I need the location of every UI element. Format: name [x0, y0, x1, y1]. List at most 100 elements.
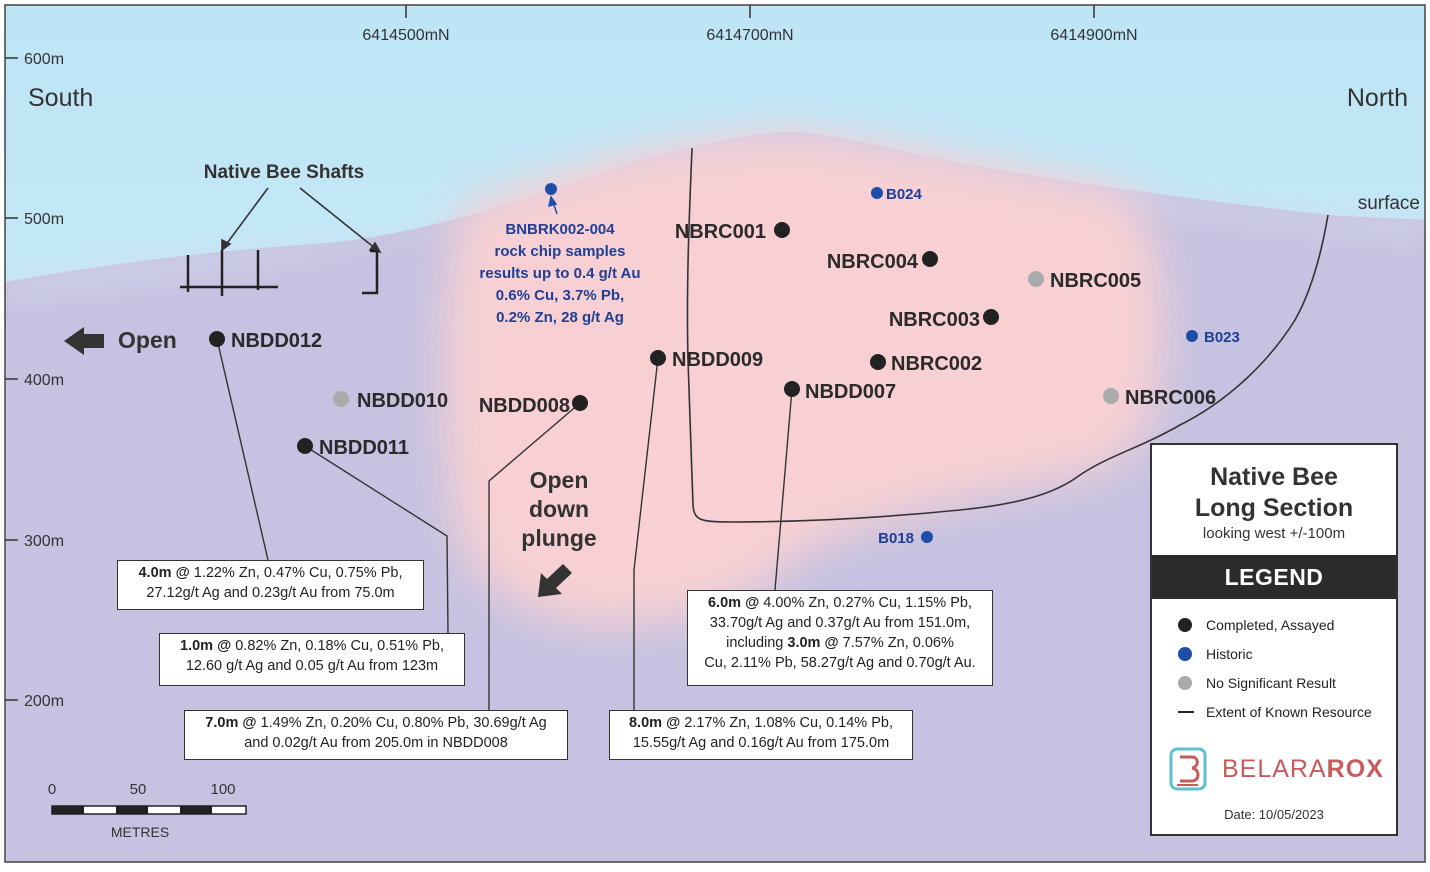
- callout-text: 0.82% Zn, 0.18% Cu, 0.51% Pb,: [231, 638, 444, 654]
- elevation-label: 500m: [24, 211, 64, 228]
- callout-head: 8.0m @: [628, 715, 681, 731]
- direction-north: North: [1347, 84, 1408, 112]
- intercept-callout: 8.0m @ 2.17% Zn, 1.08% Cu, 0.14% Pb, 15.…: [609, 710, 913, 760]
- historic-dot-icon: [1178, 647, 1192, 661]
- rock-chip-pointer: [547, 195, 558, 215]
- historic-hole-label: B024: [886, 186, 923, 203]
- callout-text: 1.49% Zn, 0.20% Cu, 0.80% Pb, 30.69g/t A…: [256, 715, 547, 731]
- completed-dot-icon: [1178, 618, 1192, 632]
- rock-chip-text: 0.6% Cu, 3.7% Pb,: [496, 287, 624, 304]
- legend-panel: Native Bee Long Section looking west +/-…: [1150, 443, 1398, 836]
- northing-label: 6414500mN: [362, 27, 449, 44]
- drill-hole-label: NBRC005: [1050, 270, 1141, 292]
- plunge-label-line: down: [529, 496, 589, 522]
- callout-head: 6.0m @: [707, 595, 760, 611]
- surface-label: surface: [1358, 193, 1420, 214]
- legend-item-label: Historic: [1206, 646, 1253, 662]
- drill-hole-label: NBDD009: [672, 349, 763, 371]
- historic-hole-label: B018: [878, 530, 914, 547]
- callout-head: 4.0m @: [138, 565, 190, 581]
- logo-icon: [1169, 747, 1207, 791]
- callout-text: Cu, 2.11% Pb, 58.27g/t Ag and 0.70g/t Au…: [704, 655, 976, 671]
- drill-hole-label: NBDD008: [479, 395, 570, 417]
- shaft-symbols: [180, 249, 379, 296]
- rock-chip-text: rock chip samples: [495, 243, 626, 260]
- company-logo: BELARAROX: [1168, 745, 1388, 795]
- elevation-label: 400m: [24, 372, 64, 389]
- legend-header: LEGEND: [1152, 555, 1396, 599]
- callout-leader-lines: [216, 338, 793, 710]
- plunge-arrow-icon: [538, 564, 572, 597]
- legend-item-label: No Significant Result: [1206, 675, 1336, 691]
- drill-hole-label: NBRC006: [1125, 387, 1216, 409]
- drill-hole-label: NBDD010: [357, 390, 448, 412]
- drill-hole-label: NBDD007: [805, 381, 896, 403]
- drill-hole-marker: [774, 222, 790, 238]
- shafts-label: Native Bee Shafts: [204, 162, 365, 183]
- scale-tick-label: 0: [48, 781, 56, 798]
- resource-shading: [444, 135, 1164, 625]
- callout-text: including: [726, 635, 788, 651]
- callout-head: 7.0m @: [205, 715, 257, 731]
- historic-hole-marker: [1186, 330, 1198, 342]
- plunge-label-line: plunge: [521, 525, 596, 551]
- intercept-callout: 1.0m @ 0.82% Zn, 0.18% Cu, 0.51% Pb, 12.…: [159, 633, 465, 686]
- callout-text: 7.57% Zn, 0.06%: [838, 635, 954, 651]
- rock-chip-text: 0.2% Zn, 28 g/t Ag: [496, 309, 624, 326]
- historic-hole-marker: [871, 187, 883, 199]
- shafts-pointer-lines: [221, 187, 382, 254]
- drill-hole-label: NBRC001: [675, 221, 766, 243]
- drill-hole-label: NBDD011: [319, 437, 409, 459]
- callout-text: and 0.02g/t Au from 205.0m in NBDD008: [244, 735, 508, 751]
- nsr-dot-icon: [1178, 676, 1192, 690]
- scale-tick-label: 50: [130, 781, 147, 798]
- drill-hole-label: NBRC003: [889, 309, 980, 331]
- callout-text: 12.60 g/t Ag and 0.05 g/t Au from 123m: [185, 658, 439, 674]
- drill-hole-marker: [784, 381, 800, 397]
- drill-hole-marker: [572, 395, 588, 411]
- drill-hole-marker: [333, 391, 349, 407]
- legend-date: Date: 10/05/2023: [1224, 807, 1324, 822]
- drill-hole-marker: [1103, 388, 1119, 404]
- legend-item-label: Extent of Known Resource: [1206, 704, 1372, 720]
- direction-south: South: [28, 84, 93, 112]
- drill-hole-marker: [983, 309, 999, 325]
- elevation-label: 200m: [24, 693, 64, 710]
- drill-hole-marker: [1028, 271, 1044, 287]
- historic-hole-marker: [921, 531, 933, 543]
- open-arrow-icon: [64, 327, 104, 355]
- drill-hole-label: NBRC004: [827, 251, 919, 273]
- callout-text: 4.00% Zn, 0.27% Cu, 1.15% Pb,: [759, 595, 972, 611]
- legend-title: Native Bee: [1210, 463, 1338, 491]
- open-label: Open: [118, 327, 177, 353]
- callout-text: 27.12g/t Ag and 0.23g/t Au from 75.0m: [146, 585, 395, 601]
- rock-chip-text: results up to 0.4 g/t Au: [479, 265, 640, 282]
- intercept-callout: 6.0m @ 4.00% Zn, 0.27% Cu, 1.15% Pb, 33.…: [687, 590, 993, 686]
- scale-tick-label: 100: [210, 781, 235, 798]
- map-frame: [4, 4, 1426, 863]
- northing-label: 6414900mN: [1050, 27, 1137, 44]
- scale-unit-label: METRES: [111, 824, 169, 840]
- drill-hole-marker: [650, 350, 666, 366]
- scale-bar: 0 50 100 METRES: [48, 781, 247, 840]
- intercept-callout: 4.0m @ 1.22% Zn, 0.47% Cu, 0.75% Pb, 27.…: [117, 560, 424, 610]
- legend-title: Long Section: [1194, 494, 1354, 522]
- logo-text-accent: ROX: [1326, 755, 1384, 783]
- plunge-label-line: Open: [530, 467, 589, 493]
- drill-hole-marker: [870, 354, 886, 370]
- callout-text: 2.17% Zn, 1.08% Cu, 0.14% Pb,: [680, 715, 893, 731]
- callout-head: 3.0m @: [787, 635, 839, 651]
- elevation-label: 600m: [24, 51, 64, 68]
- resource-line-icon: [1178, 711, 1194, 713]
- callout-head: 1.0m @: [179, 638, 232, 654]
- legend-item-label: Completed, Assayed: [1206, 617, 1335, 633]
- resource-extent-line: [686, 147, 1329, 523]
- callout-text: 1.22% Zn, 0.47% Cu, 0.75% Pb,: [189, 565, 403, 581]
- northing-label: 6414700mN: [706, 27, 793, 44]
- historic-hole-label: B023: [1204, 329, 1240, 346]
- drill-hole-label: NBDD012: [231, 330, 322, 352]
- drill-hole-label: NBRC002: [891, 353, 982, 375]
- elevation-label: 300m: [24, 533, 64, 550]
- drill-hole-marker: [297, 438, 313, 454]
